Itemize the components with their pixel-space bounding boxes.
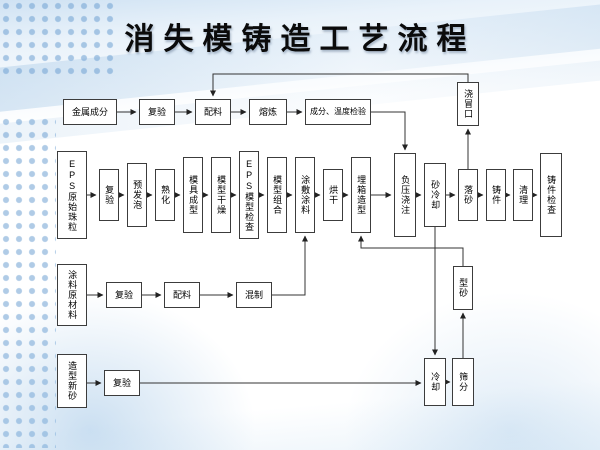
dot-pattern-top-left xyxy=(2,2,118,76)
node-casting-inspection: 铸件检查 xyxy=(540,153,562,237)
node-shakeout: 落砂 xyxy=(458,169,478,221)
node-pre-foaming: 预发泡 xyxy=(127,163,147,227)
node-vacuum-pouring: 负压浇注 xyxy=(394,153,416,237)
node-sand-cooling: 砂冷却 xyxy=(424,163,446,227)
node-eps-raw-beads: EPS原始珠粒 xyxy=(57,151,87,239)
node-curing: 熟化 xyxy=(155,169,175,221)
node-metal-composition: 金属成分 xyxy=(63,99,117,125)
node-sand-sieving: 筛分 xyxy=(452,358,474,406)
node-apply-coating: 涂敷涂料 xyxy=(295,157,315,233)
node-casting: 铸件 xyxy=(486,169,506,221)
node-metal-batching: 配料 xyxy=(195,99,231,125)
node-molding-sand: 型砂 xyxy=(453,266,473,310)
node-pattern-drying: 模型干燥 xyxy=(211,157,231,233)
dot-pattern-left xyxy=(2,118,56,448)
node-coating-mixing: 混制 xyxy=(236,282,272,308)
node-mold-forming: 模具成型 xyxy=(183,157,203,233)
node-beads-recheck: 复验 xyxy=(99,169,119,221)
node-metal-recheck: 复验 xyxy=(139,99,175,125)
node-pattern-assembly: 模型组合 xyxy=(267,157,287,233)
node-cleaning: 清理 xyxy=(513,169,533,221)
slide-title: 消失模铸造工艺流程 xyxy=(124,23,476,56)
node-sand-cooling-2: 冷却 xyxy=(424,358,446,406)
node-coating-batching: 配料 xyxy=(164,282,200,308)
node-gate-riser: 浇冒口 xyxy=(457,82,479,126)
node-coating-raw-materials: 涂料原材料 xyxy=(57,264,87,326)
node-new-molding-sand: 造型新砂 xyxy=(57,354,87,408)
node-sand-recheck: 复验 xyxy=(104,370,140,396)
node-composition-temperature-inspection: 成分、温度检验 xyxy=(305,99,371,125)
node-melting: 熔炼 xyxy=(249,99,287,125)
node-flask-molding: 埋箱造型 xyxy=(351,157,371,233)
node-coating-recheck: 复验 xyxy=(106,282,142,308)
corner-glow-left xyxy=(0,280,270,450)
node-eps-pattern-inspection: EPS模型检查 xyxy=(239,151,259,239)
node-baking: 烘干 xyxy=(323,169,343,221)
